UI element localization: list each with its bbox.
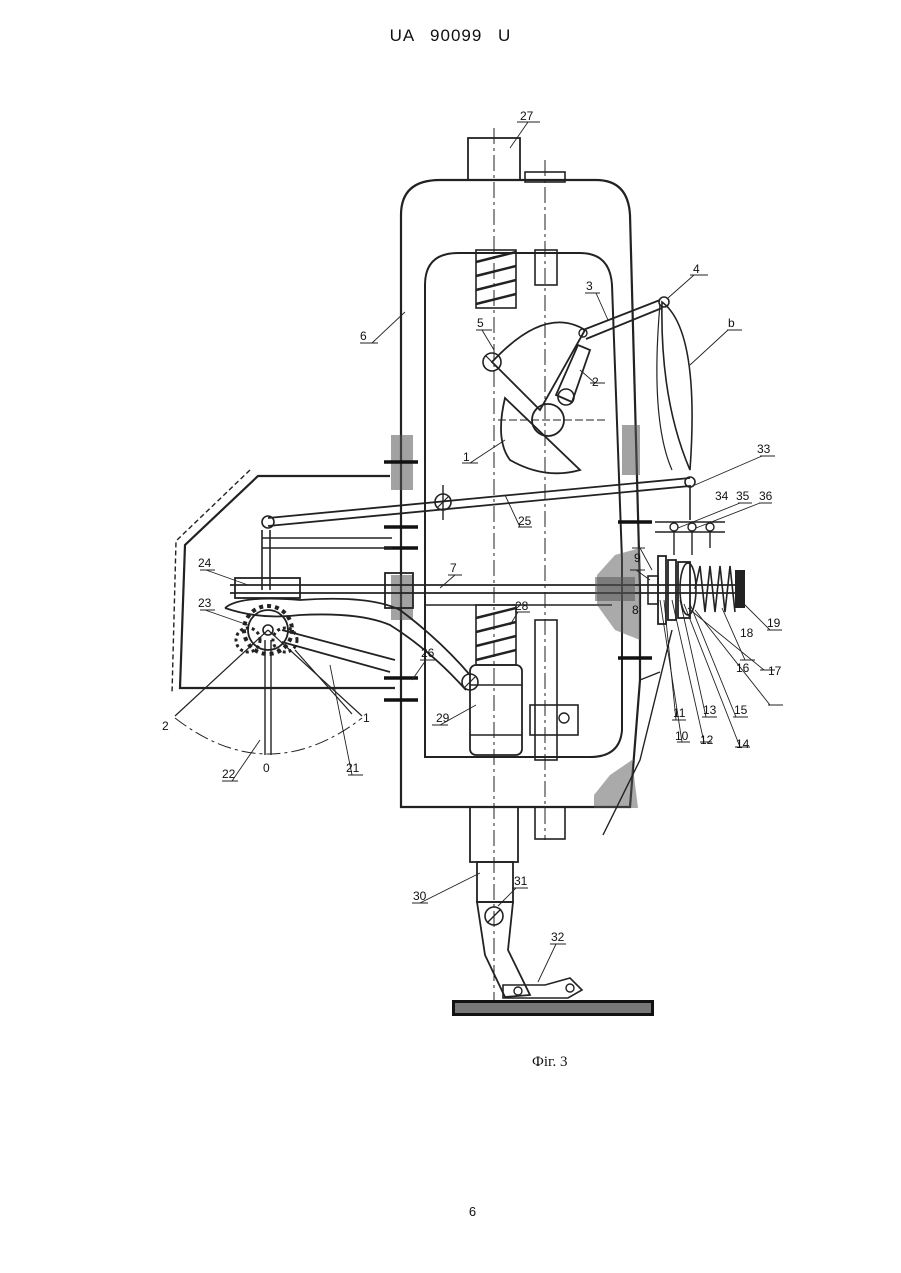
page-number: 6 <box>0 1204 901 1219</box>
label-30: 30 <box>413 889 427 903</box>
label-8: 8 <box>632 603 639 617</box>
label-28: 28 <box>515 599 529 613</box>
label-32: 32 <box>551 930 565 944</box>
label-26: 26 <box>421 646 435 660</box>
label-31: 31 <box>514 874 528 888</box>
label-13: 13 <box>703 703 717 717</box>
label-33: 33 <box>757 442 771 456</box>
label-19: 19 <box>767 616 781 630</box>
scale-mark-2: 2 <box>162 719 169 733</box>
wall-section-hatch <box>622 425 640 475</box>
label-6: 6 <box>360 329 367 343</box>
label-16: 16 <box>736 661 750 675</box>
label-17: 17 <box>768 664 782 678</box>
leader-lines <box>200 122 783 982</box>
label-21: 21 <box>346 761 360 775</box>
base-hatch <box>594 760 638 808</box>
label-14: 14 <box>736 737 750 751</box>
cam-mechanism <box>483 297 692 473</box>
label-1: 1 <box>463 450 470 464</box>
label-15: 15 <box>734 703 748 717</box>
label-22: 22 <box>222 767 236 781</box>
label-18: 18 <box>740 626 754 640</box>
label-10: 10 <box>675 729 689 743</box>
label-5: 5 <box>477 316 484 330</box>
label-9: 9 <box>634 551 641 565</box>
label-11: 11 <box>673 706 686 720</box>
label-27: 27 <box>520 109 534 123</box>
label-2: 2 <box>592 375 599 389</box>
label-b: b <box>728 316 735 330</box>
label-12: 12 <box>700 733 714 747</box>
label-23: 23 <box>198 596 212 610</box>
link-b <box>662 302 692 470</box>
label-7: 7 <box>450 561 457 575</box>
nut-19 <box>735 570 745 608</box>
rocker-arm-5 <box>492 322 585 410</box>
label-4: 4 <box>693 262 700 276</box>
figure-caption: Фіг. 3 <box>532 1054 567 1070</box>
label-34: 34 <box>715 489 729 503</box>
label-25: 25 <box>518 514 532 528</box>
scale-mark-1: 1 <box>363 711 370 725</box>
scale-mark-0: 0 <box>263 761 270 775</box>
label-24: 24 <box>198 556 212 570</box>
label-3: 3 <box>586 279 593 293</box>
label-36: 36 <box>759 489 773 503</box>
block-24 <box>235 578 300 598</box>
label-35: 35 <box>736 489 750 503</box>
label-29: 29 <box>436 711 450 725</box>
wall-section-hatch <box>391 575 413 620</box>
